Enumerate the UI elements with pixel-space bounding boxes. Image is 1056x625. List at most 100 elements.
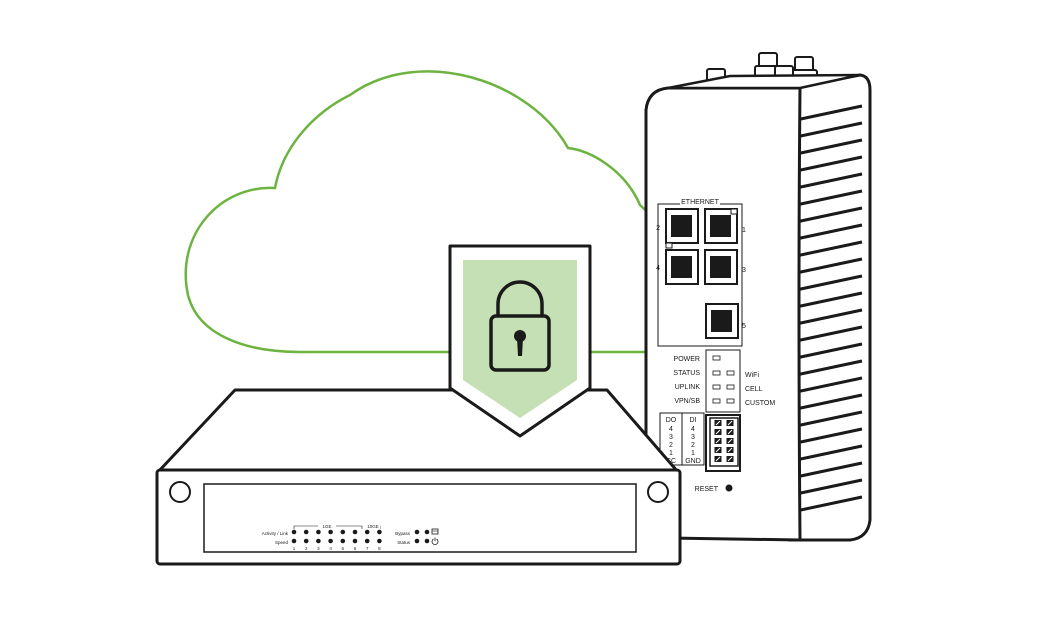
heatsink-fin <box>795 359 863 377</box>
status-led <box>712 370 721 376</box>
status-led <box>726 398 735 404</box>
do-header: DO <box>666 417 677 424</box>
ethernet-port <box>705 303 739 339</box>
activity-led <box>291 529 297 535</box>
heatsink-fin <box>795 325 863 343</box>
do-value: 3 <box>669 434 673 441</box>
heatsink-fin <box>795 104 863 122</box>
speed-led <box>352 538 358 544</box>
port-number: 1 <box>742 227 746 234</box>
speed-led <box>316 538 321 544</box>
port-led-grid <box>291 529 382 544</box>
port-number: 2 <box>305 546 308 551</box>
heatsink-fin <box>795 189 863 207</box>
heatsink-fin <box>795 257 863 275</box>
cloud-icon <box>184 70 681 354</box>
activity-led <box>352 529 358 535</box>
activity-led <box>340 529 346 535</box>
heatsink-fin <box>795 172 863 190</box>
status-label: Status <box>397 540 411 545</box>
port-number: 4 <box>656 265 660 272</box>
activity-led <box>328 529 333 535</box>
ethernet-port <box>665 208 699 249</box>
status-led-grid <box>712 355 735 404</box>
heatsink-fin <box>795 342 863 360</box>
led-label-vpn: VPN/SB <box>674 398 700 405</box>
port-number: 1 <box>293 546 296 551</box>
power-icon <box>431 537 439 545</box>
port-number: 7 <box>366 546 369 551</box>
port-number: 2 <box>656 225 660 232</box>
heatsink-fin <box>795 274 863 292</box>
do-value: 1 <box>669 450 673 457</box>
heatsink-fin <box>795 495 863 513</box>
activity-link-label: Activity / Link <box>262 531 289 536</box>
io-terminal-block <box>705 414 741 472</box>
led-label-custom: CUSTOM <box>745 400 775 407</box>
status-led <box>712 398 721 404</box>
heatsink-fin <box>795 308 863 326</box>
padlock-icon <box>489 280 551 372</box>
activity-led <box>303 529 309 535</box>
led-label-cell: CELL <box>745 386 763 393</box>
heatsink-fin <box>795 427 863 445</box>
industrial-gateway: ETHERNET 2 1 4 3 5 POWER <box>644 52 872 542</box>
do-value: 4 <box>669 426 673 433</box>
speed-led <box>364 538 370 544</box>
speed-led <box>328 538 333 544</box>
heatsink-fin <box>795 138 863 156</box>
heatsink-fin <box>795 376 863 394</box>
speed-led <box>340 538 346 544</box>
di-value: 2 <box>691 442 695 449</box>
port-number: 8 <box>378 546 381 551</box>
bypass-led <box>424 529 430 535</box>
port-number: 5 <box>342 546 345 551</box>
mounting-hole <box>169 481 191 503</box>
heatsink-fin <box>795 461 863 479</box>
di-value: 4 <box>691 426 695 433</box>
status-led <box>414 538 420 544</box>
led-label-wifi: WiFi <box>745 372 759 379</box>
port-number: 6 <box>354 546 357 551</box>
activity-led <box>377 529 382 535</box>
heatsink-fin <box>795 410 863 428</box>
di-value: GND <box>685 458 701 465</box>
speed-led <box>291 538 297 544</box>
bypass-label: Bypass <box>395 531 411 536</box>
heatsink-fin <box>795 155 863 173</box>
reset-label: RESET <box>695 486 719 493</box>
do-value: CC <box>666 458 676 465</box>
ethernet-port <box>704 208 738 244</box>
speed-led <box>377 538 382 544</box>
port-number: 3 <box>317 546 320 551</box>
status-led <box>712 355 721 361</box>
ethernet-port <box>665 249 699 285</box>
di-value: 3 <box>691 434 695 441</box>
status-led <box>726 384 735 390</box>
ethernet-port <box>704 249 738 285</box>
group-label-10ge: 10GE <box>367 524 379 529</box>
status-led <box>726 370 735 376</box>
heatsink-fin <box>795 223 863 241</box>
heatsink-fin <box>795 478 863 496</box>
heatsink-fins <box>795 104 863 513</box>
ethernet-label: ETHERNET <box>681 199 719 206</box>
di-header: DI <box>690 417 697 424</box>
heatsink-fin <box>795 240 863 258</box>
bypass-led <box>414 529 420 535</box>
di-value: 1 <box>691 450 695 457</box>
bypass-icon <box>431 528 439 535</box>
do-value: 2 <box>669 442 673 449</box>
port-number: 5 <box>742 323 746 330</box>
activity-led <box>364 529 370 535</box>
port-number: 3 <box>742 267 746 274</box>
heatsink-fin <box>795 393 863 411</box>
led-label-uplink: UPLINK <box>675 384 701 391</box>
reset-button[interactable] <box>725 484 733 492</box>
group-label-1ge: 1GE <box>322 524 331 529</box>
